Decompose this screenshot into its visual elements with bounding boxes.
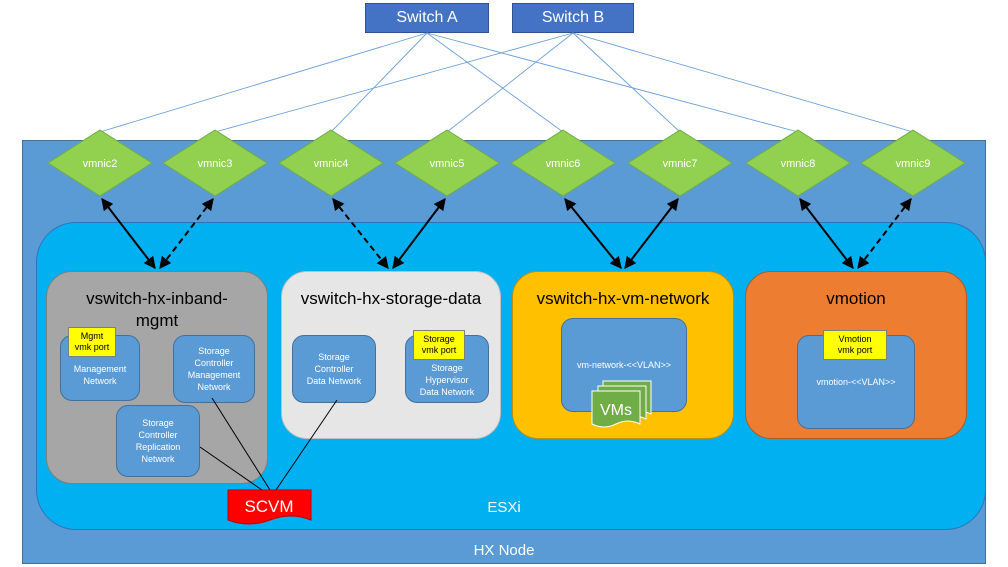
scvm-shape [227,489,312,525]
active-arrow-vmnic6 [564,198,622,269]
uplink-b-vmnic3 [214,32,574,133]
scvm-line-ctrl-data [275,399,338,491]
uplink-a-vmnic6 [426,32,564,133]
hyp-data-line1: Storage [431,363,463,373]
vmnic2-label: vmnic2 [83,158,118,170]
active-arrow-vmnic7 [624,198,679,269]
vmnic7-node: vmnic7 [627,129,733,197]
vswitch-vm-title: vswitch-hx-vm-network [536,289,710,308]
scvm-node: SCVM [227,489,312,525]
vmnic8-diamond [745,129,851,197]
vmnic7-diamond [627,129,733,197]
hyp-data-line2: Hypervisor [425,375,469,385]
vmotion-portgroup-label: vmotion-<<VLAN>> [816,377,896,387]
vswitch-storage-title: vswitch-hx-storage-data [300,289,482,308]
vmnic6-diamond [510,129,616,197]
vswitch-inband-title-line2: mgmt [135,311,179,330]
vswitch-uplink-arrows [101,198,912,269]
vmnic2-node: vmnic2 [47,129,153,197]
vmnic7-label: vmnic7 [663,158,698,170]
uplink-b-vmnic7 [572,32,681,133]
vmnic9-diamond [860,129,966,197]
vmnic8-label: vmnic8 [781,158,816,170]
standby-arrow-vmnic3 [159,198,214,269]
vmnic4-node: vmnic4 [278,129,384,197]
mgmt-vmk-line1: Mgmt [80,331,104,341]
vmnic3-label: vmnic3 [198,158,233,170]
vm-doc-front [591,390,641,428]
vmnic5-node: vmnic5 [394,129,500,197]
storage-vmk-line1: Storage [423,334,455,344]
storage-mgmt-line4: Network [197,382,231,392]
scvm-connections [199,397,338,491]
storage-mgmt-line3: Management [187,370,241,380]
mgmt-network-line2: Network [83,376,117,386]
uplink-lines [99,32,914,133]
vmotion-vmk-line2: vmk port [837,345,873,355]
vmnic8-node: vmnic8 [745,129,851,197]
vmnic-diamonds: vmnic2 vmnic3 vmnic4 vmnic5 vmnic6 vmnic… [47,129,966,197]
active-arrow-vmnic5 [392,198,446,269]
vmnic6-node: vmnic6 [510,129,616,197]
standby-arrow-vmnic9 [857,198,912,269]
mgmt-network-line1: Management [73,364,127,374]
vswitch-vmotion-title: vmotion [826,289,886,308]
vmnic6-label: vmnic6 [546,158,581,170]
vswitch-inband-title-line1: vswitch-hx-inband- [86,289,228,308]
scvm-label: SCVM [244,497,293,516]
vmotion-vmk-line1: Vmotion [838,334,872,344]
vmnic2-diamond [47,129,153,197]
scvm-line-replication [199,446,263,491]
vmnic9-label: vmnic9 [896,158,931,170]
storage-mgmt-line2: Controller [194,358,234,368]
standby-arrow-vmnic4 [332,198,389,269]
storage-repl-line1: Storage [142,418,174,428]
vms-stack: VMs [591,380,652,428]
ctrl-data-line2: Controller [314,364,354,374]
uplink-b-vmnic5 [446,32,574,133]
storage-vmk-line2: vmk port [421,345,457,355]
uplink-b-vmnic9 [572,32,914,133]
scvm-line-storage-mgmt [211,397,271,491]
ctrl-data-line3: Data Network [306,376,362,386]
vmnic5-diamond [394,129,500,197]
switch-b-label: Switch B [541,9,605,26]
hyp-data-line3: Data Network [419,387,475,397]
vmnic3-node: vmnic3 [162,129,268,197]
vms-label: VMs [600,402,632,419]
vm-network-portgroup-label: vm-network-<<VLAN>> [576,360,672,370]
vmnic5-label: vmnic5 [430,158,465,170]
storage-repl-line3: Replication [135,442,181,452]
vmnic4-label: vmnic4 [314,158,349,170]
switch-b: Switch B [512,3,634,33]
vmnic9-node: vmnic9 [860,129,966,197]
ctrl-data-line1: Storage [318,352,350,362]
active-arrow-vmnic8 [799,198,854,269]
switch-a: Switch A [365,3,489,33]
storage-mgmt-line1: Storage [198,346,230,356]
uplink-a-vmnic4 [330,32,428,133]
vmnic3-diamond [162,129,268,197]
uplink-a-vmnic2 [99,32,428,133]
vmnic4-diamond [278,129,384,197]
esxi-label: ESXi [487,499,520,516]
mgmt-vmk-line2: vmk port [74,342,110,352]
storage-repl-line2: Controller [138,430,178,440]
uplink-a-vmnic8 [426,32,799,133]
switch-a-label: Switch A [396,9,458,26]
hx-node-label: HX Node [474,542,535,559]
active-arrow-vmnic2 [101,198,156,269]
storage-repl-line4: Network [141,454,175,464]
